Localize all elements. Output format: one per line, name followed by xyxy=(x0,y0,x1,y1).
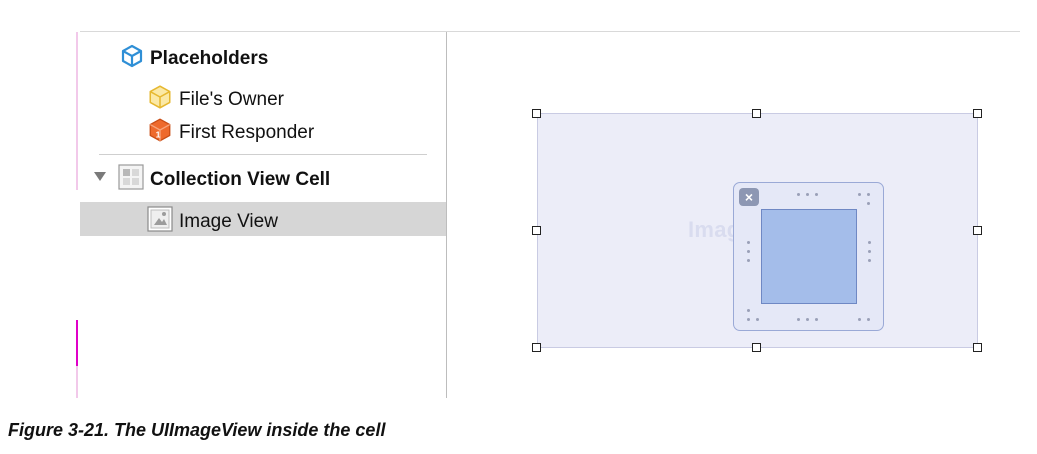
resize-dot xyxy=(868,259,871,262)
disclosure-triangle-icon[interactable] xyxy=(94,172,106,181)
resize-handle-left[interactable] xyxy=(532,226,541,235)
placeholders-label: Placeholders xyxy=(150,48,269,69)
outline-item-collection-view-cell[interactable]: Collection View Cell xyxy=(118,164,330,196)
outline-item-first-responder[interactable]: 1 First Responder xyxy=(147,117,314,149)
resize-dot xyxy=(747,250,750,253)
resize-handle-bottom-left[interactable] xyxy=(532,343,541,352)
resize-dot xyxy=(797,318,800,321)
resize-dot xyxy=(806,318,809,321)
resize-dot xyxy=(858,318,861,321)
edge-marker xyxy=(76,366,78,398)
selected-row-highlight xyxy=(80,202,446,236)
edge-marker xyxy=(76,32,78,190)
collection-view-cell-icon xyxy=(118,164,144,196)
resize-dot xyxy=(815,318,818,321)
collection-view-cell-label: Collection View Cell xyxy=(150,169,331,190)
image-view-label: Image View xyxy=(179,211,278,232)
edge-marker-highlight xyxy=(76,320,79,366)
resize-handle-bottom[interactable] xyxy=(752,343,761,352)
files-owner-cube-icon xyxy=(147,84,173,116)
first-responder-cube-icon: 1 xyxy=(147,117,173,149)
resize-dot xyxy=(756,318,759,321)
resize-dot xyxy=(868,241,871,244)
resize-dot xyxy=(867,202,870,205)
cube-icon xyxy=(120,44,144,74)
image-view-icon xyxy=(147,206,173,238)
outline-item-files-owner[interactable]: File's Owner xyxy=(147,84,284,116)
resize-handle-bottom-right[interactable] xyxy=(973,343,982,352)
canvas-top-border xyxy=(80,31,1020,32)
resize-dot xyxy=(868,250,871,253)
resize-dot xyxy=(747,309,750,312)
resize-dot xyxy=(867,193,870,196)
outline-item-image-view[interactable]: Image View xyxy=(147,206,278,238)
close-icon[interactable]: × xyxy=(739,188,759,206)
resize-handle-top-left[interactable] xyxy=(532,109,541,118)
resize-dot xyxy=(747,259,750,262)
resize-handle-right[interactable] xyxy=(973,226,982,235)
resize-handle-top-right[interactable] xyxy=(973,109,982,118)
resize-dot xyxy=(867,318,870,321)
image-view-content[interactable] xyxy=(761,209,857,304)
outline-divider[interactable] xyxy=(446,32,447,398)
figure-caption: Figure 3-21. The UIImageView inside the … xyxy=(8,420,386,440)
resize-dot xyxy=(858,193,861,196)
files-owner-label: File's Owner xyxy=(179,89,284,110)
first-responder-label: First Responder xyxy=(179,122,315,143)
resize-dot xyxy=(797,193,800,196)
resize-dot xyxy=(747,318,750,321)
resize-dot xyxy=(747,241,750,244)
resize-dot xyxy=(806,193,809,196)
first-responder-badge: 1 xyxy=(156,130,161,140)
outline-item-placeholders[interactable]: Placeholders xyxy=(120,44,268,74)
outline-separator xyxy=(99,154,427,155)
resize-handle-top[interactable] xyxy=(752,109,761,118)
resize-dot xyxy=(815,193,818,196)
